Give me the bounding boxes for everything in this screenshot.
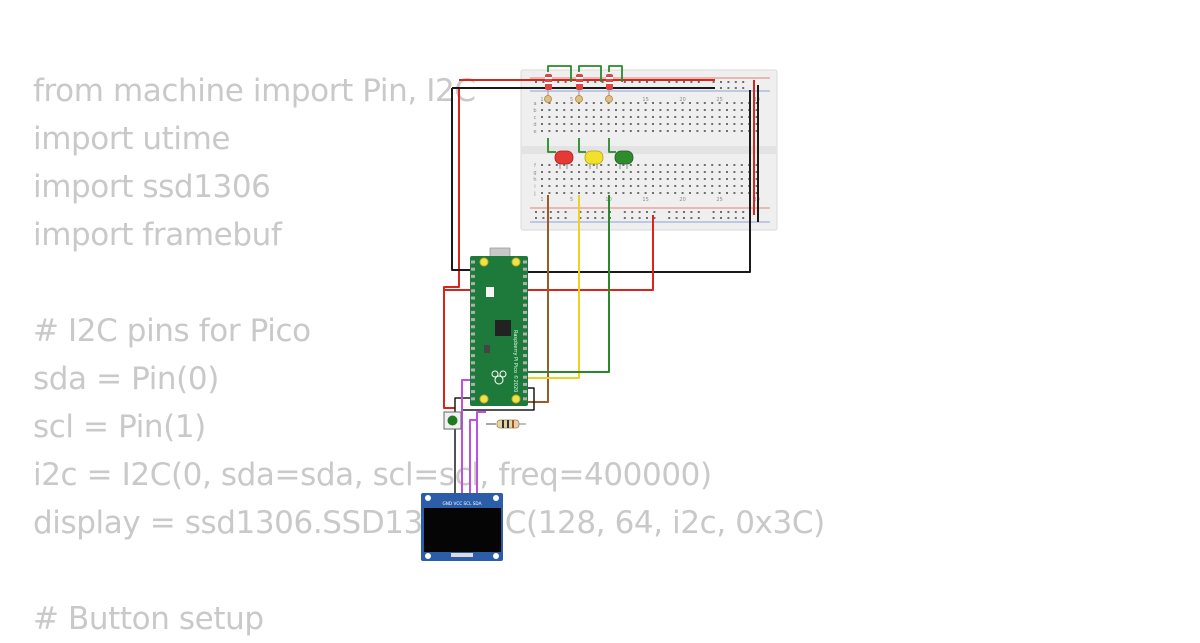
code-line: # I2C pins for Pico [33,313,311,349]
breadboard-row-letter: c [534,115,537,121]
wire-green-jumper-3 [608,65,623,82]
breadboard-column-number: 20 [679,197,685,203]
breadboard-row-letter: f [534,163,536,169]
pushbutton [443,411,462,430]
wire-yellow-led [528,195,580,379]
wire-green-led [528,195,610,373]
resistor-2 [575,74,583,103]
breadboard-row-letter: e [533,129,536,135]
led-yellow [584,150,604,169]
wire-green-led-2 [578,138,586,153]
wire-purple-vcc [461,379,470,495]
led-green [614,150,634,169]
wire-green-led-3 [608,138,616,153]
breadboard-row-letter: h [533,177,536,183]
breadboard-column-number: 30 [753,97,759,103]
breadboard-row-letter: d [533,122,536,128]
wire-green-led-1 [547,138,556,153]
wire-black-rail-right [528,90,751,273]
led-resistors [544,74,613,103]
breadboard-column-number: 1 [540,97,543,103]
led-red [554,150,574,169]
oled-display: GND VCC SCL SDA [421,493,503,561]
leds [554,150,634,169]
pulldown-resistor [496,419,526,429]
breadboard-row-letter: i [534,184,535,190]
code-line: import framebuf [33,217,282,253]
breadboard-row-letter: b [533,108,536,114]
circuit-diagram: 115510101515202025253030abcdefghij [421,65,778,561]
raspberry-pi-pico: Raspberry Pi Pico ©2020 [470,247,528,406]
wire-green-jumper-2 [578,65,602,82]
breadboard-column-number: 1 [540,197,543,203]
breadboard-row-letter: j [533,191,535,197]
breadboard-column-number: 15 [642,197,648,203]
code-line: display = ssd1306.SSD1306_I2C(128, 64, i… [33,505,825,541]
wire-green-jumper-1 [547,65,572,82]
code-line: import ssd1306 [33,169,271,205]
breadboard-column-number: 20 [679,97,685,103]
breadboard: 115510101515202025253030abcdefghij [520,69,778,231]
resistor-1 [544,74,552,103]
breadboard-column-number: 25 [716,197,722,203]
wire-purple-scl [469,419,478,495]
breadboard-column-number: 5 [570,97,573,103]
wire-black-oled-gnd [454,397,470,495]
breadboard-column-number: 25 [716,97,722,103]
code-line: scl = Pin(1) [33,409,206,445]
raspberry-logo [491,370,507,385]
code-line: import utime [33,121,231,157]
breadboard-row-letter: g [533,170,536,176]
breadboard-column-number: 30 [753,197,759,203]
breadboard-column-number: 15 [642,97,648,103]
wire-purple-sda [476,411,486,495]
pico-board-label: Raspberry Pi Pico ©2020 [512,330,519,392]
oled-pin-labels: GND VCC SCL SDA [443,501,482,506]
resistor-3 [605,74,613,103]
breadboard-row-letter: a [533,101,536,107]
wire-black-button [462,387,535,411]
breadboard-column-number: 5 [570,197,573,203]
code-line: i2c = I2C(0, sda=sda, scl=scl, freq=4000… [33,457,712,493]
wire-black-down [451,88,470,271]
code-line: sda = Pin(0) [33,361,219,397]
